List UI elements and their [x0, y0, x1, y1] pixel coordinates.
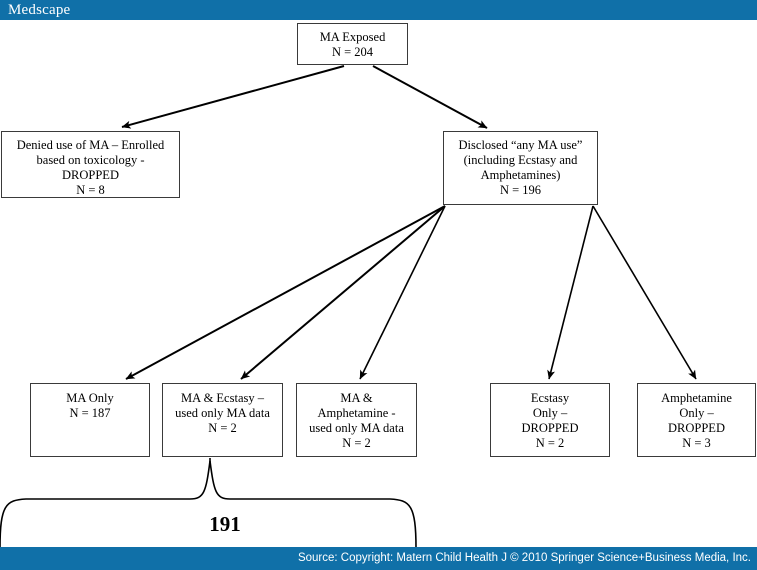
node-ma-exposed[interactable]: MA Exposed N = 204: [297, 23, 408, 65]
edge-exposed-to-denied: [121, 65, 345, 129]
node-ma-and-amphetamine[interactable]: MA & Amphetamine - used only MA data N =…: [296, 383, 417, 457]
medscape-brand-label: Medscape: [8, 2, 71, 18]
source-copyright-label: Source: Copyright: Matern Child Health J…: [297, 552, 751, 564]
node-ma-and-ecstasy[interactable]: MA & Ecstasy – used only MA data N = 2: [162, 383, 283, 457]
node-disclosed-any-ma-use[interactable]: Disclosed “any MA use” (including Ecstas…: [443, 131, 598, 205]
edge-disclosed-to-amphetamine-only: [592, 205, 697, 380]
edge-disclosed-to-ma-only: [125, 205, 446, 380]
brace-total-label: 191: [209, 512, 241, 536]
node-denied-use[interactable]: Denied use of MA – Enrolled based on tox…: [1, 131, 180, 198]
edge-exposed-to-disclosed: [372, 65, 488, 129]
footer-banner: Source: Copyright: Matern Child Health J…: [0, 547, 757, 570]
edge-disclosed-to-ecstasy-only: [547, 205, 594, 380]
node-ma-only[interactable]: MA Only N = 187: [30, 383, 150, 457]
edge-disclosed-to-ma-ecstasy: [240, 205, 446, 380]
header-banner: Medscape: [0, 0, 757, 20]
edge-disclosed-to-ma-amphetamine: [359, 205, 446, 380]
node-amphetamine-only[interactable]: Amphetamine Only – DROPPED N = 3: [637, 383, 756, 457]
node-ecstasy-only[interactable]: Ecstasy Only – DROPPED N = 2: [490, 383, 610, 457]
